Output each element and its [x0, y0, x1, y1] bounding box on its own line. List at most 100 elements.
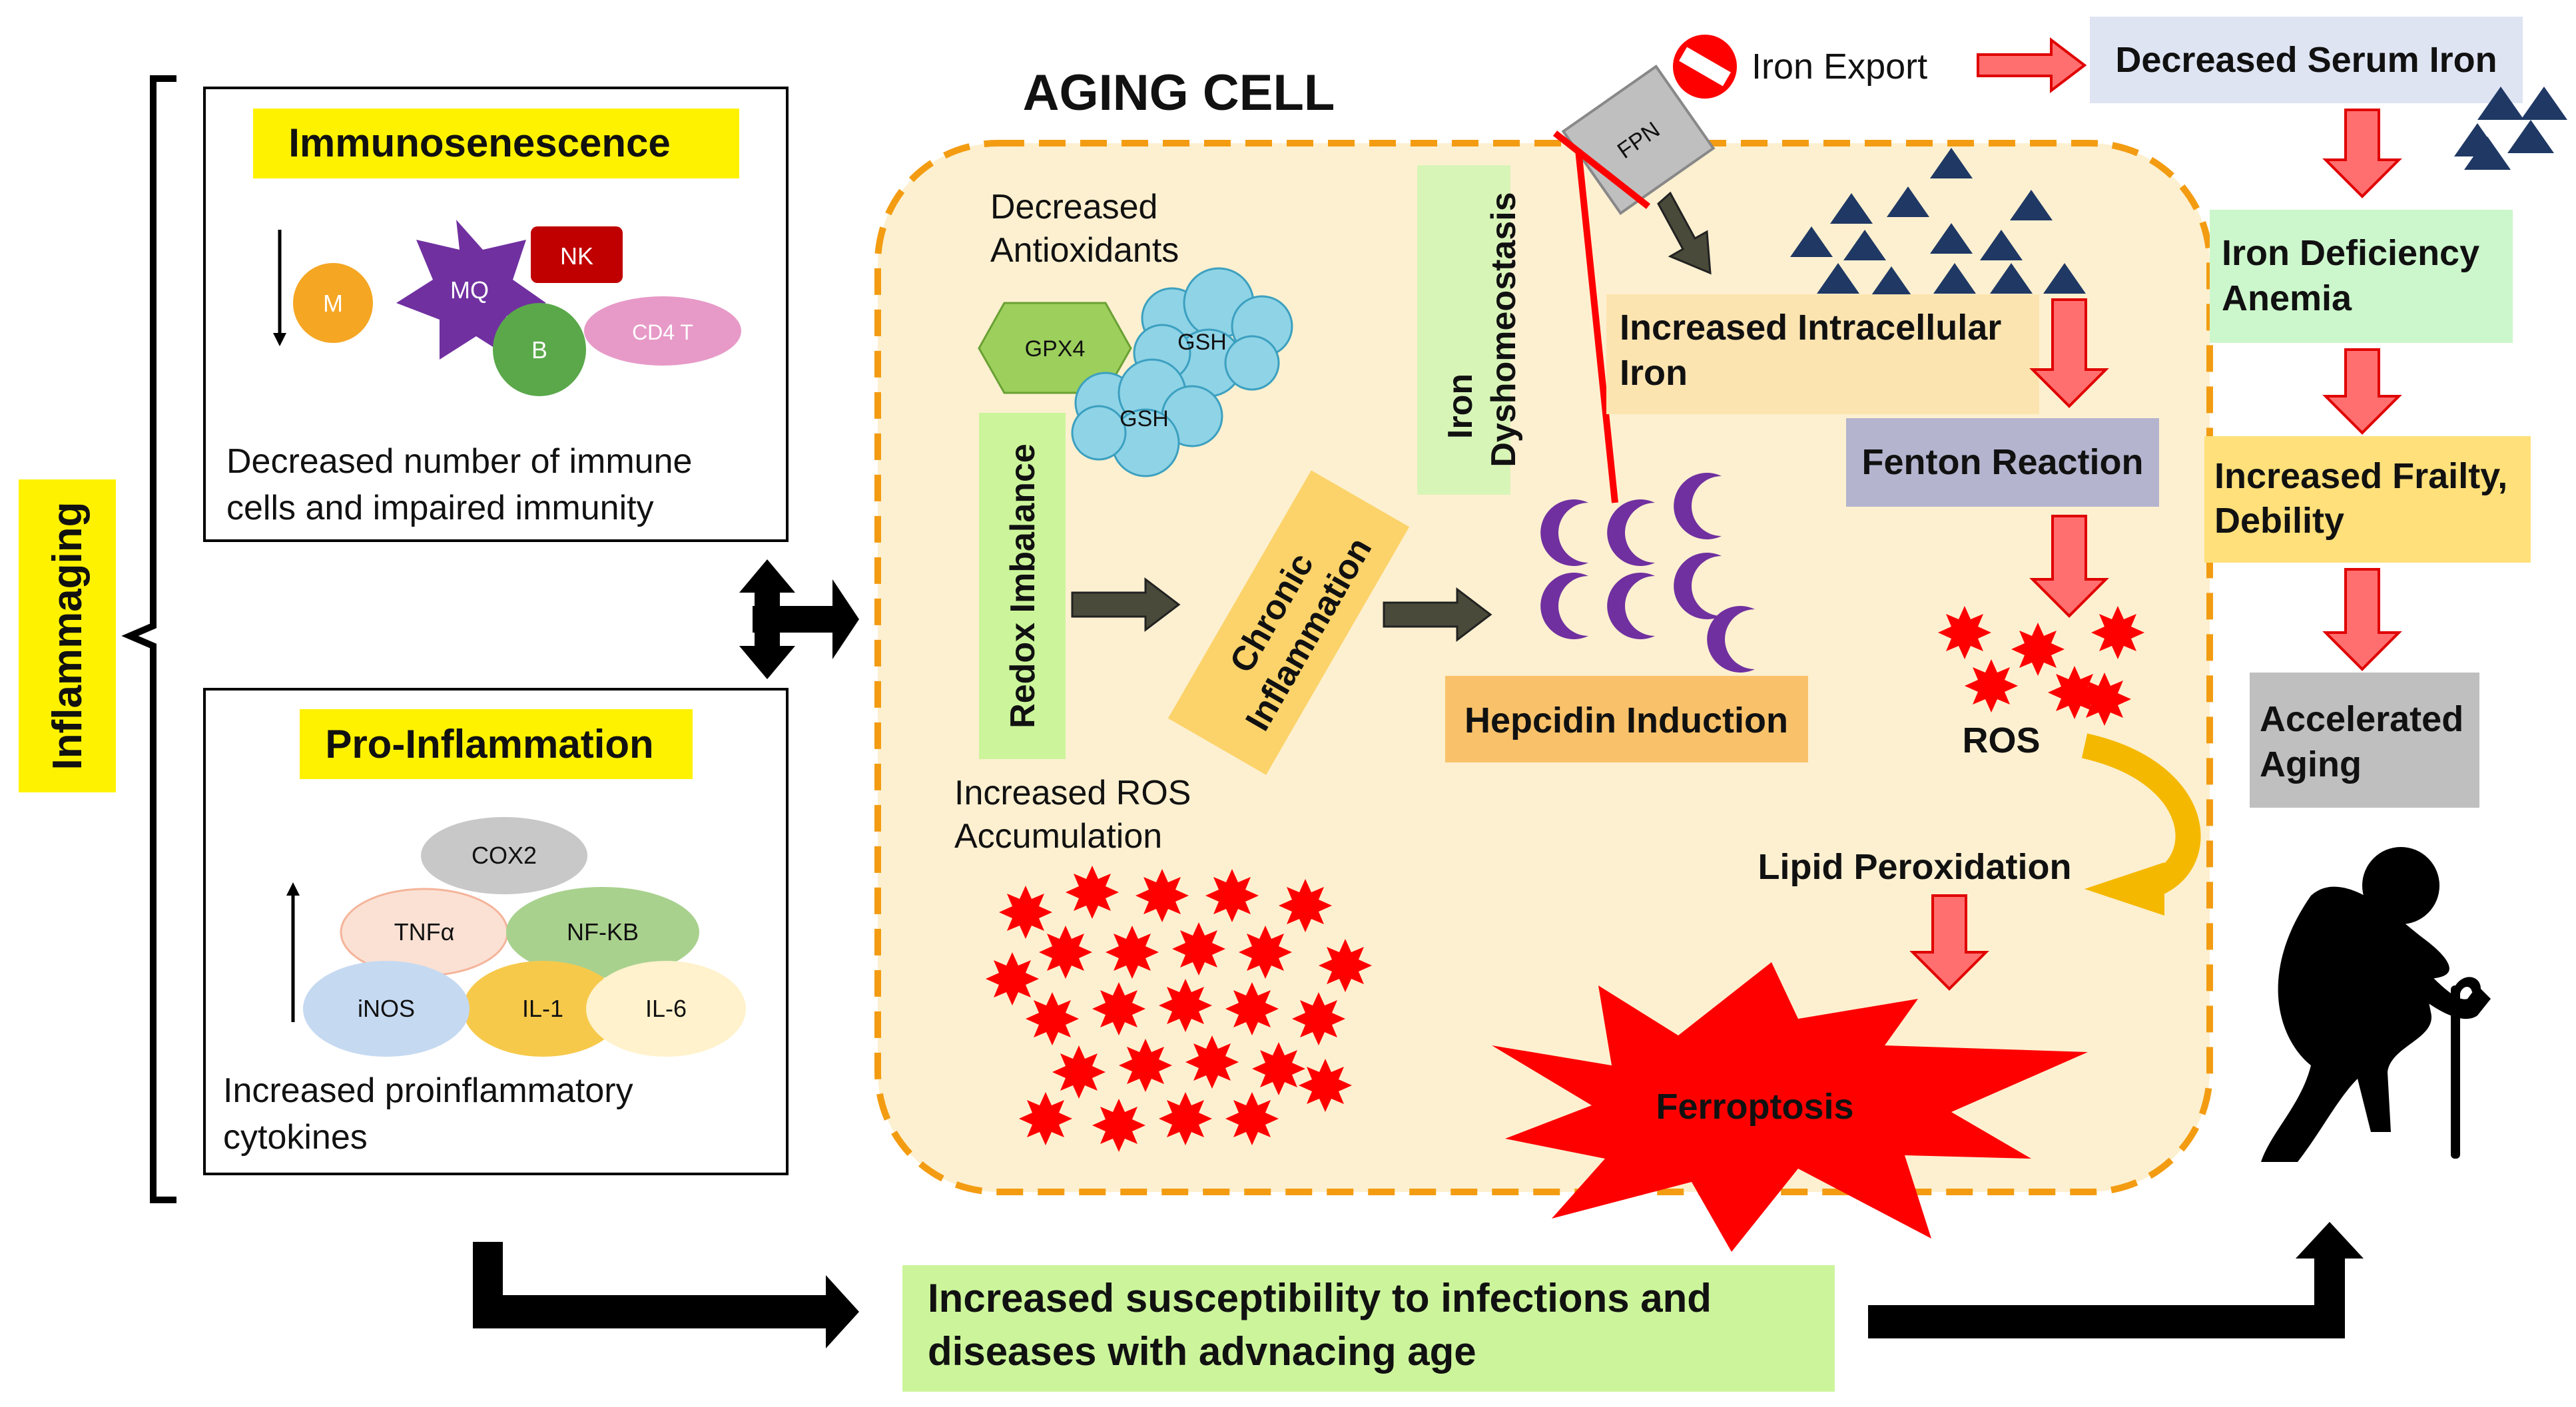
inflammaging-group: Inflammaging	[19, 75, 176, 1203]
gsh-cloud-2	[1071, 358, 1223, 477]
arrow-chronic-to-hepcidin	[1383, 587, 1492, 643]
cell-b-label: B	[531, 336, 547, 364]
frailty-box	[2204, 436, 2531, 563]
arrow-fpn-to-iron	[1657, 191, 1712, 275]
cytokine-il6	[586, 961, 746, 1057]
redox-imbalance-label: Redox Imbalance	[1004, 443, 1042, 728]
gpx4-hexagon	[978, 302, 1132, 394]
pro-inflammation-panel: Pro-Inflammation COX2 TNFα NF-KB IL-1 iN…	[203, 688, 789, 1175]
cell-mq-label: MQ	[450, 276, 489, 304]
pro-inflammation-caption-1: Increased proinflammatory	[223, 1071, 633, 1110]
immunosenescence-caption-1: Decreased number of immune	[226, 442, 692, 481]
iron-export-label: Iron Export	[1752, 47, 1927, 87]
accelerated-aging-2: Aging	[2260, 744, 2362, 784]
arrow-ros-to-lipid-head	[2085, 862, 2164, 916]
cytokine-il1	[463, 961, 623, 1057]
cytokine-cox2	[421, 817, 587, 894]
elderly-person-icon	[2261, 847, 2491, 1162]
ferroptosis-burst	[1492, 962, 2088, 1252]
arrow-fenton-to-ros	[2029, 515, 2109, 618]
chronic-inflammation-box	[1167, 470, 1410, 775]
iron-dyshomeostasis-2: Dyshomeostasis	[1484, 192, 1523, 467]
lipid-peroxidation-label: Lipid Peroxidation	[1758, 847, 2071, 887]
pro-inflammation-title: Pro-Inflammation	[325, 722, 653, 766]
intracellular-iron-box	[1606, 294, 2039, 414]
cell-m-label: M	[323, 290, 343, 317]
pro-inflammation-caption-2: cytokines	[223, 1118, 368, 1157]
intracellular-iron-triangles	[1790, 148, 2086, 297]
inflammaging-label-box	[19, 479, 116, 792]
gsh-label-2: GSH	[1120, 406, 1169, 431]
cytokine-inos-label: iNOS	[358, 995, 415, 1022]
cell-nk-label: NK	[560, 242, 593, 270]
fpn-block-line	[1552, 131, 1651, 209]
cell-mq	[396, 220, 546, 360]
frailty-label-1: Increased Frailty,	[2214, 456, 2507, 496]
cytokine-inos	[303, 961, 470, 1057]
cell-b	[493, 303, 586, 396]
cell-cd4t-label: CD4 T	[632, 320, 693, 344]
no-entry-icon	[1673, 35, 1737, 99]
frailty-label-2: Debility	[2214, 501, 2344, 541]
accelerated-aging-box	[2250, 673, 2479, 808]
intracellular-iron-1: Increased Intracellular	[1620, 308, 2001, 348]
serum-iron-box	[2090, 17, 2523, 103]
bidirectional-arrow	[739, 559, 859, 679]
aging-cell-title: AGING CELL	[1023, 65, 1335, 121]
pro-inflammation-title-box	[300, 709, 693, 779]
anemia-label-1: Iron Deficiency	[2222, 233, 2479, 273]
susceptibility-line-2: diseases with advnacing age	[928, 1329, 1476, 1374]
gsh-label-1: GSH	[1177, 330, 1227, 355]
arrow-anemia-to-frailty	[2322, 348, 2402, 435]
immunosenescence-panel: Immunosenescence M MQ NK B CD4 T Decreas…	[203, 87, 789, 542]
decreased-antioxidants-1: Decreased	[990, 188, 1157, 226]
gsh-cloud-1	[1133, 267, 1293, 398]
iron-dyshomeostasis-1: Iron	[1441, 374, 1480, 439]
inflammaging-bracket	[121, 75, 176, 1203]
arrow-export-to-serum	[1977, 37, 2087, 94]
susceptibility-box	[902, 1265, 1835, 1392]
ros-label: ROS	[1962, 720, 2040, 760]
immunosenescence-title: Immunosenescence	[288, 121, 671, 165]
arrow-lipid-to-ferroptosis	[1909, 894, 1989, 991]
arrow-frailty-to-aging	[2322, 568, 2402, 671]
fpn-channel: FPN	[1561, 65, 1716, 215]
arrow-serum-to-anemia	[2322, 109, 2402, 198]
susceptibility-line-1: Increased susceptibility to infections a…	[928, 1276, 1712, 1320]
accelerated-aging-1: Accelerated	[2260, 699, 2463, 739]
immunosenescence-caption-2: cells and impaired immunity	[226, 489, 654, 527]
serum-iron-label: Decreased Serum Iron	[2115, 40, 2497, 80]
anemia-label-2: Anemia	[2222, 278, 2352, 318]
cell-cd4t	[584, 296, 741, 366]
cytokine-nfkb-label: NF-KB	[567, 918, 639, 946]
arrow-left-bottom	[473, 1242, 859, 1348]
inflammaging-label: Inflammaging	[45, 501, 91, 770]
redox-imbalance-box	[979, 413, 1066, 759]
ros-accumulation-2: Accumulation	[954, 817, 1162, 856]
intracellular-iron-2: Iron	[1620, 353, 1688, 393]
cytokine-nfkb	[506, 887, 699, 978]
fenton-reaction-label: Fenton Reaction	[1861, 442, 2143, 482]
hepcidin-induction-label: Hepcidin Induction	[1464, 701, 1788, 740]
gpx4-label: GPX4	[1025, 336, 1086, 362]
cytokine-il1-label: IL-1	[522, 995, 563, 1022]
cell-m	[293, 263, 373, 343]
cell-nk	[531, 226, 623, 283]
fenton-reaction-box	[1846, 418, 2159, 507]
serum-iron-triangles	[2454, 87, 2567, 170]
ferroptosis-label: Ferroptosis	[1656, 1087, 1853, 1127]
cytokine-tnfa-label: TNFα	[394, 918, 455, 946]
immunosenescence-title-box	[253, 109, 739, 178]
iron-dyshomeostasis-box	[1417, 165, 1510, 495]
arrow-ros-to-lipid	[2081, 733, 2201, 898]
hepcidin-induction-box	[1445, 676, 1808, 762]
arrow-iron-to-fenton	[2029, 298, 2109, 408]
decreased-antioxidants-2: Antioxidants	[990, 231, 1179, 270]
anemia-box	[2210, 210, 2513, 343]
cytokine-cox2-label: COX2	[472, 842, 537, 869]
arrow-right-bottom	[1868, 1222, 2364, 1338]
ros-accumulation-1: Increased ROS	[954, 774, 1191, 812]
cytokine-il6-label: IL-6	[645, 995, 687, 1022]
hepcidin-fpn-link	[1575, 149, 1618, 503]
